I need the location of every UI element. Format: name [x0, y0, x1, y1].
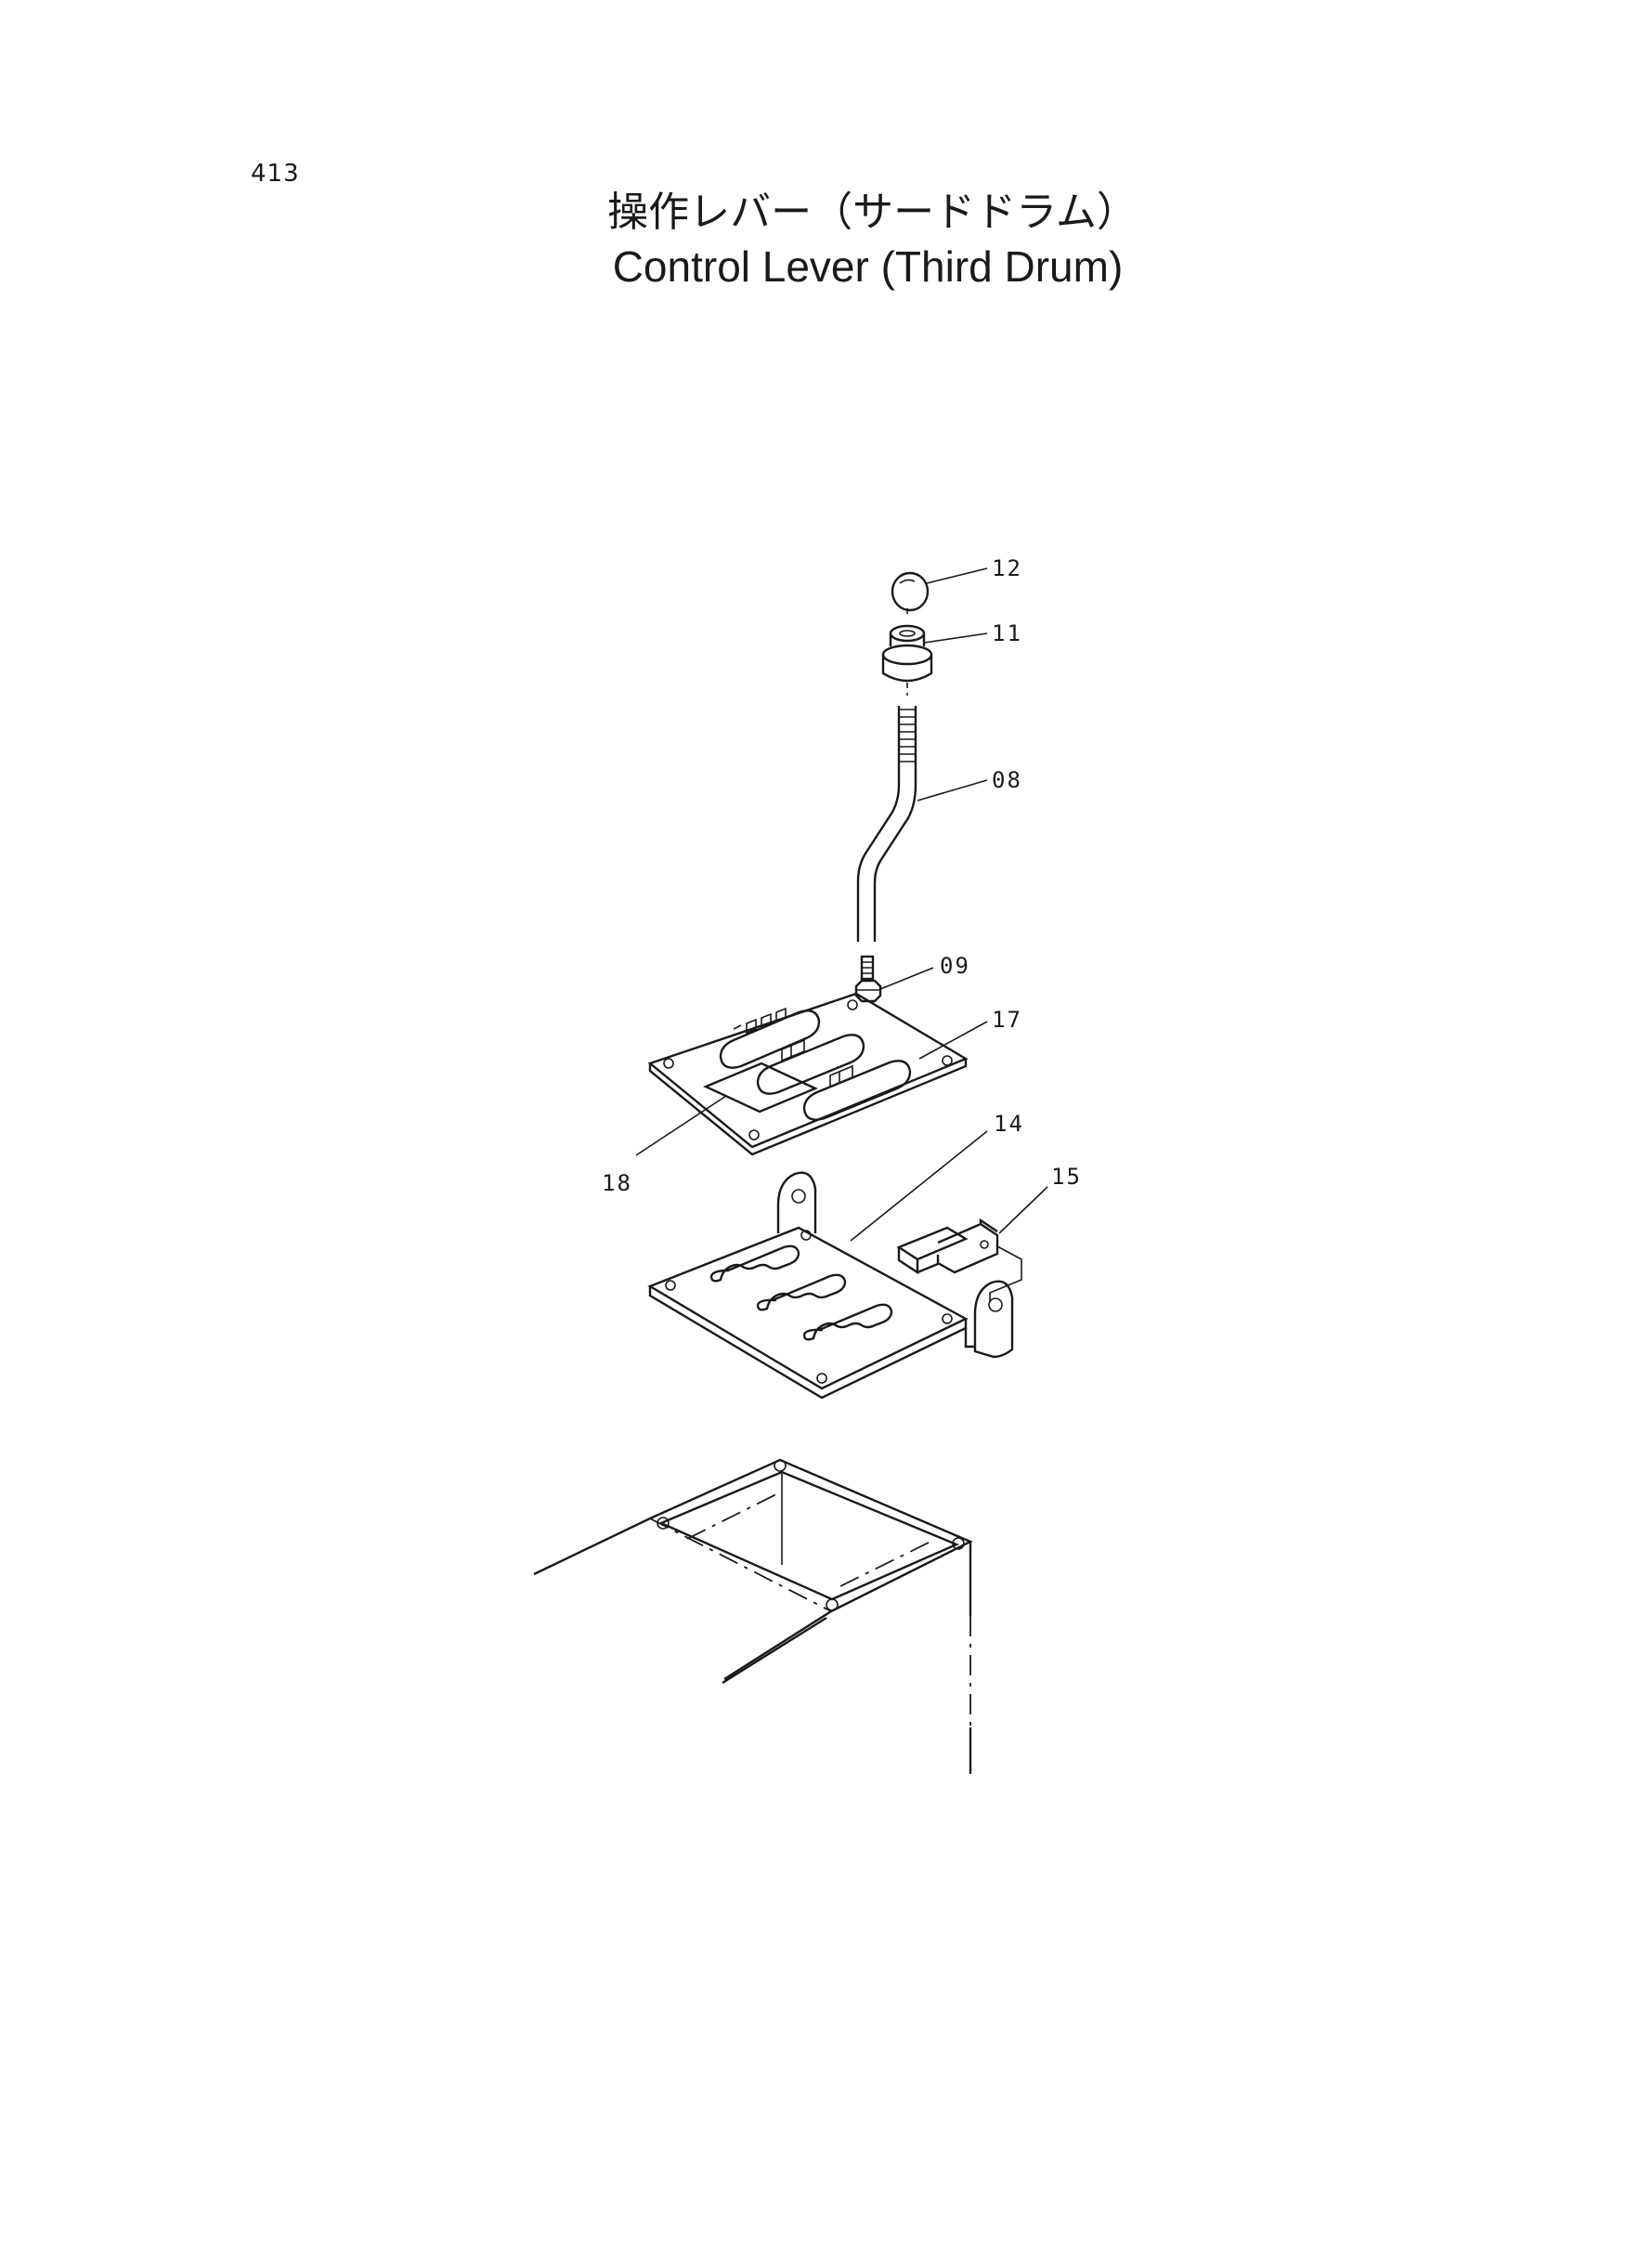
- callout-11: 11: [992, 620, 1022, 646]
- callout-14: 14: [994, 1111, 1024, 1137]
- console-box: [533, 1458, 973, 1774]
- callout-18: 18: [602, 1170, 632, 1196]
- title-english: Control Lever (Third Drum): [612, 242, 1124, 291]
- part-12-knob: [891, 571, 930, 612]
- part-17-guide-plate: [647, 992, 969, 1156]
- part-15-stopper-block: [896, 1218, 1022, 1302]
- leader-lines: [635, 567, 1048, 1242]
- callout-08: 08: [992, 767, 1022, 793]
- title-block: 操作レバー（サードドラム） Control Lever (Third Drum): [0, 186, 1652, 293]
- part-08-lever-rod: [856, 706, 917, 981]
- part-14-bracket-plate: [647, 1171, 1014, 1400]
- part-09-nut: [854, 979, 882, 1003]
- callout-12: 12: [992, 555, 1022, 581]
- callout-17: 17: [992, 1007, 1022, 1033]
- part-11-collar: [881, 624, 933, 683]
- callout-09: 09: [940, 953, 970, 979]
- callout-15: 15: [1051, 1164, 1082, 1190]
- title-japanese: 操作レバー（サードドラム）: [607, 189, 1138, 236]
- page-number: 413: [251, 160, 300, 188]
- part-18-label: [703, 1062, 818, 1114]
